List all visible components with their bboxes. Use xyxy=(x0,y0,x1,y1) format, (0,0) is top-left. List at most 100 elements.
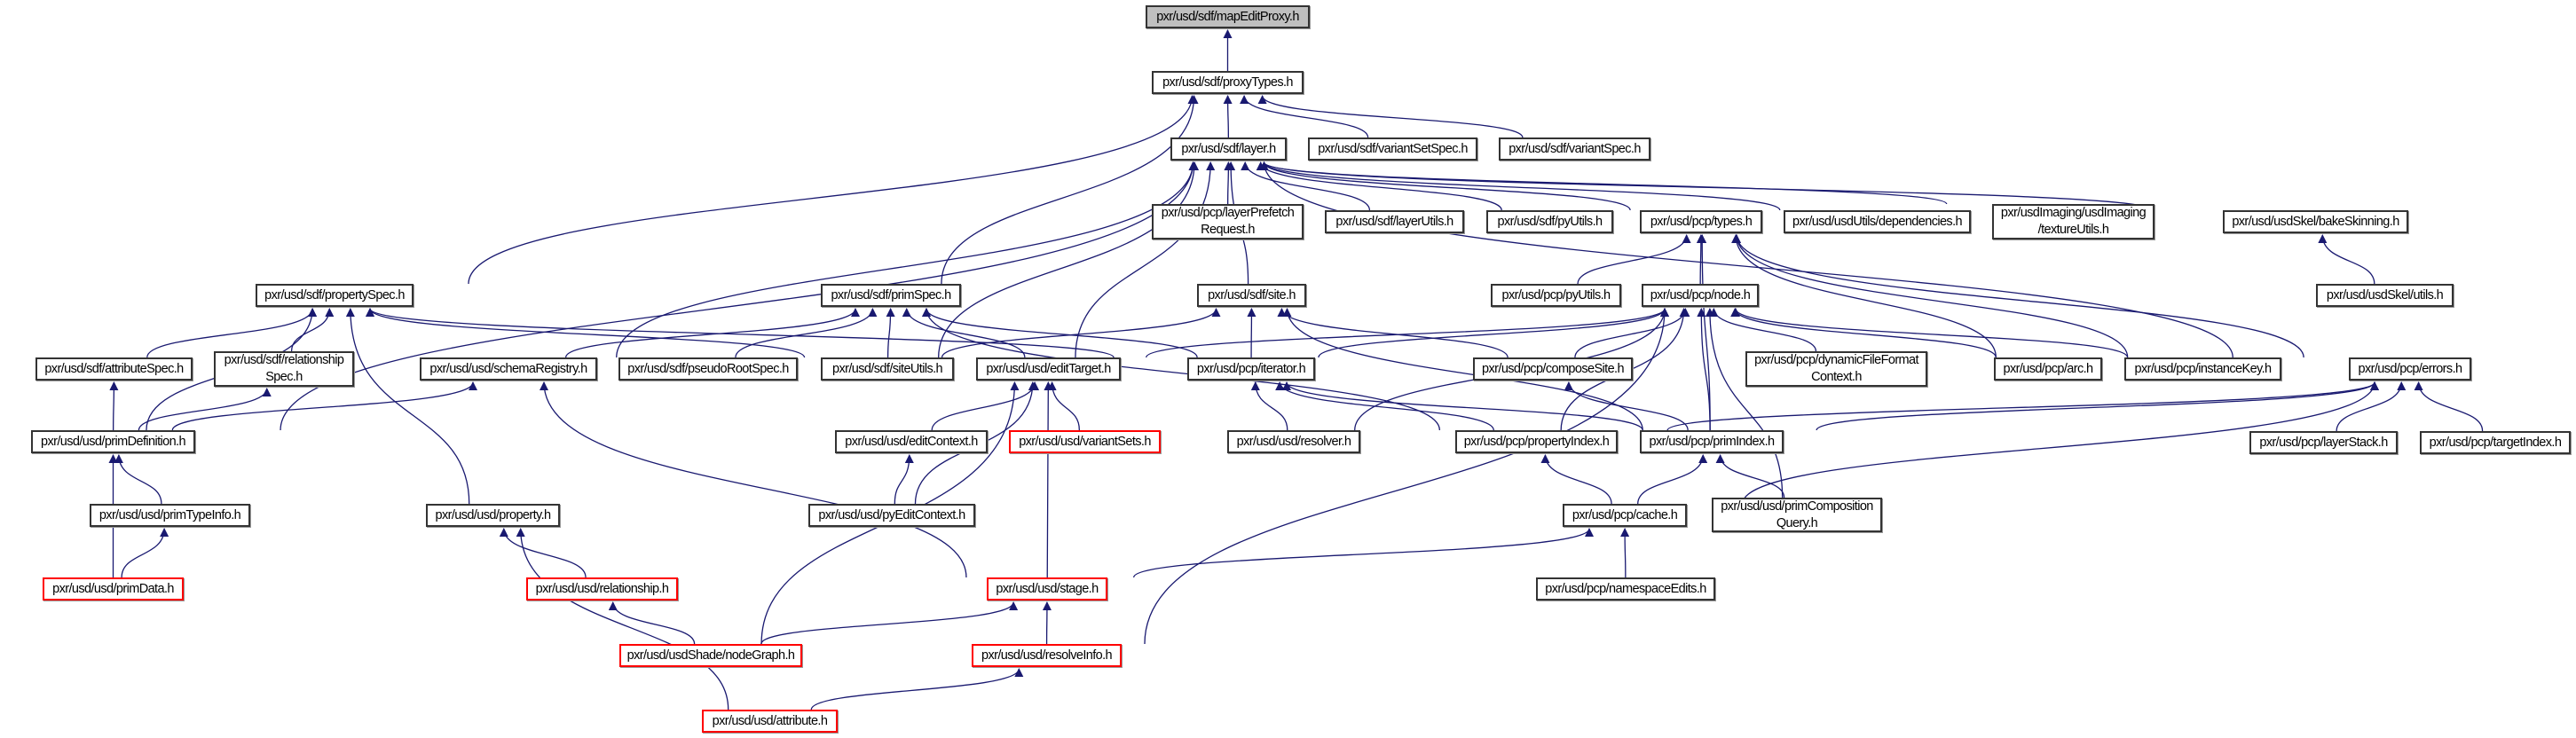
node-site-utils[interactable]: pxr/usd/sdf/siteUtils.h xyxy=(821,357,954,381)
node-attribute[interactable]: pxr/usd/usd/attribute.h xyxy=(702,710,838,733)
node-layer-stack[interactable]: pxr/usd/pcp/layerStack.h xyxy=(2249,431,2398,454)
node-layer[interactable]: pxr/usd/sdf/layer.h xyxy=(1170,137,1287,161)
edge-arc-to-pcpTypes xyxy=(1731,234,1997,358)
node-stage[interactable]: pxr/usd/usd/stage.h xyxy=(987,577,1107,601)
node-cache[interactable]: pxr/usd/pcp/cache.h xyxy=(1563,504,1687,527)
node-layer-prefetch[interactable]: pxr/usd/pcp/layerPrefetch Request.h xyxy=(1152,204,1304,239)
node-prim-type-info[interactable]: pxr/usd/usd/primTypeInfo.h xyxy=(90,504,250,527)
edge-iterator-to-node xyxy=(1318,308,1669,358)
edge-property-to-propertySpec xyxy=(345,308,470,505)
edge-targetIndex-to-errors xyxy=(2414,381,2484,432)
node-pcp-py-utils[interactable]: pxr/usd/pcp/pyUtils.h xyxy=(1491,284,1621,307)
edge-schemaRegistry-to-layer xyxy=(616,161,1198,358)
edge-primIndex-to-iterator xyxy=(1282,381,1643,431)
node-relationship-spec[interactable]: pxr/usd/sdf/relationship Spec.h xyxy=(214,351,354,387)
node-skel-utils[interactable]: pxr/usd/usdSkel/utils.h xyxy=(2316,284,2454,307)
edge-relationshipSpec-to-propertySpec xyxy=(290,308,335,352)
edge-nodeGraph-to-stage xyxy=(760,601,1019,645)
edge-siteUtils-to-primSpec xyxy=(886,308,895,358)
node-prim-composition-query[interactable]: pxr/usd/usd/primComposition Query.h xyxy=(1712,498,1882,532)
edge-stage-to-cache xyxy=(1133,528,1594,578)
edge-primData-to-primTypeInfo xyxy=(121,528,169,578)
edge-stage-to-editTarget xyxy=(1044,381,1053,578)
node-prim-index[interactable]: pxr/usd/pcp/primIndex.h xyxy=(1640,430,1784,453)
edge-primDefinition-to-layer xyxy=(280,161,1198,431)
edge-iterator-to-propertySpec xyxy=(366,308,1115,358)
node-node-graph[interactable]: pxr/usd/usdShade/nodeGraph.h xyxy=(619,644,802,667)
edge-layerPrefetch-to-layer xyxy=(1224,161,1233,205)
node-target-index[interactable]: pxr/usd/pcp/targetIndex.h xyxy=(2420,431,2571,454)
edge-instanceKey-to-node xyxy=(1731,308,2129,358)
edge-primCompositionQuery-to-node xyxy=(1705,308,1784,499)
node-variant-set-spec[interactable]: pxr/usd/sdf/variantSetSpec.h xyxy=(1308,137,1477,161)
node-dependencies[interactable]: pxr/usd/usdUtils/dependencies.h xyxy=(1784,210,1971,233)
node-property-index[interactable]: pxr/usd/pcp/propertyIndex.h xyxy=(1455,430,1618,453)
edge-errors-to-layer xyxy=(1259,161,2233,358)
node-relationship[interactable]: pxr/usd/usd/relationship.h xyxy=(526,577,678,601)
edge-primIndex-to-site xyxy=(1282,308,1643,431)
edge-arc-to-node xyxy=(1730,308,1997,358)
node-pcp-types[interactable]: pxr/usd/pcp/types.h xyxy=(1640,210,1762,233)
node-resolver[interactable]: pxr/usd/usd/resolver.h xyxy=(1227,430,1360,453)
edge-pcpTypes-to-layer xyxy=(1259,161,1631,211)
edge-primDefinition-to-schemaRegistry xyxy=(171,381,477,431)
node-property[interactable]: pxr/usd/usd/property.h xyxy=(426,504,560,527)
edge-attributeSpec-to-propertySpec xyxy=(146,308,318,358)
edge-schemaRegistry-to-primSpec xyxy=(565,308,860,358)
node-iterator[interactable]: pxr/usd/pcp/iterator.h xyxy=(1187,357,1315,381)
edge-editTarget-to-primSpec xyxy=(902,308,1026,358)
edge-siteUtils-to-layer xyxy=(938,161,1200,358)
node-errors[interactable]: pxr/usd/pcp/errors.h xyxy=(2349,357,2471,381)
node-prim-definition[interactable]: pxr/usd/usd/primDefinition.h xyxy=(31,430,195,453)
node-pseudo-root-spec[interactable]: pxr/usd/sdf/pseudoRootSpec.h xyxy=(618,357,798,381)
node-dynamic-file-format[interactable]: pxr/usd/pcp/dynamicFileFormat Context.h xyxy=(1745,351,1927,387)
edge-textureUtils-to-layer xyxy=(1259,161,1948,205)
node-attribute-spec[interactable]: pxr/usd/sdf/attributeSpec.h xyxy=(35,357,193,381)
node-instance-key[interactable]: pxr/usd/pcp/instanceKey.h xyxy=(2124,357,2281,381)
node-edit-target[interactable]: pxr/usd/usd/editTarget.h xyxy=(976,357,1121,381)
edge-editTarget-to-layer xyxy=(1075,161,1216,358)
edge-resolver-to-iterator xyxy=(1250,381,1288,431)
edge-instanceKey-to-pcpTypes xyxy=(1732,234,2129,358)
node-variant-sets[interactable]: pxr/usd/usd/variantSets.h xyxy=(1009,430,1161,453)
node-prim-spec[interactable]: pxr/usd/sdf/primSpec.h xyxy=(821,284,961,307)
node-texture-utils[interactable]: pxr/usdImaging/usdImaging /textureUtils.… xyxy=(1992,204,2155,239)
node-sdf-py-utils[interactable]: pxr/usd/sdf/pyUtils.h xyxy=(1486,210,1613,233)
node-node[interactable]: pxr/usd/pcp/node.h xyxy=(1642,284,1759,307)
edge-sdfPyUtils-to-layer xyxy=(1256,161,1502,211)
node-arc[interactable]: pxr/usd/pcp/arc.h xyxy=(1994,357,2102,381)
edge-bakeSkinning-to-layer xyxy=(1259,161,2154,211)
edge-dependencies-to-layer xyxy=(1259,161,1781,211)
node-resolve-info[interactable]: pxr/usd/usd/resolveInfo.h xyxy=(972,644,1122,667)
node-property-spec[interactable]: pxr/usd/sdf/propertySpec.h xyxy=(256,284,414,307)
edge-primIndex-to-composeSite xyxy=(1564,381,1689,431)
edge-siteUtils-to-site xyxy=(941,308,1221,358)
edge-node-to-pcpTypes xyxy=(1696,234,1706,285)
node-edit-context[interactable]: pxr/usd/usd/editContext.h xyxy=(835,430,988,453)
node-proxy-types[interactable]: pxr/usd/sdf/proxyTypes.h xyxy=(1152,71,1304,94)
edge-propertyIndex-to-errors xyxy=(1666,381,2379,431)
node-prim-data[interactable]: pxr/usd/usd/primData.h xyxy=(43,577,184,601)
node-schema-registry[interactable]: pxr/usd/usd/schemaRegistry.h xyxy=(420,357,597,381)
edge-layerStack-to-errors xyxy=(2336,381,2407,432)
edge-stage-to-schemaRegistry xyxy=(540,381,967,578)
edge-attribute-to-property xyxy=(516,528,729,711)
node-py-edit-context[interactable]: pxr/usd/usd/pyEditContext.h xyxy=(808,504,975,527)
edge-pyEditContext-to-editContext xyxy=(894,454,914,505)
edge-iterator-to-primSpec xyxy=(922,308,1198,358)
edge-layer-to-proxyTypes xyxy=(1223,95,1233,138)
node-bake-skinning[interactable]: pxr/usd/usdSkel/bakeSkinning.h xyxy=(2223,210,2408,233)
edge-siteUtils-to-propertySpec xyxy=(366,308,806,358)
node-compose-site[interactable]: pxr/usd/pcp/composeSite.h xyxy=(1473,357,1633,381)
node-variant-spec[interactable]: pxr/usd/sdf/variantSpec.h xyxy=(1499,137,1650,161)
edge-composeSite-to-site xyxy=(1277,308,1509,358)
edge-primDefinition-to-relationshipSpec xyxy=(138,388,272,431)
node-site[interactable]: pxr/usd/sdf/site.h xyxy=(1197,284,1306,307)
edge-primCompositionQuery-to-primIndex xyxy=(1715,454,1785,499)
node-namespace-edits[interactable]: pxr/usd/pcp/namespaceEdits.h xyxy=(1536,577,1715,601)
node-layer-utils[interactable]: pxr/usd/sdf/layerUtils.h xyxy=(1325,210,1464,233)
edge-primSpec-to-proxyTypes xyxy=(941,95,1199,285)
edge-primIndex-to-node xyxy=(1697,308,1711,431)
